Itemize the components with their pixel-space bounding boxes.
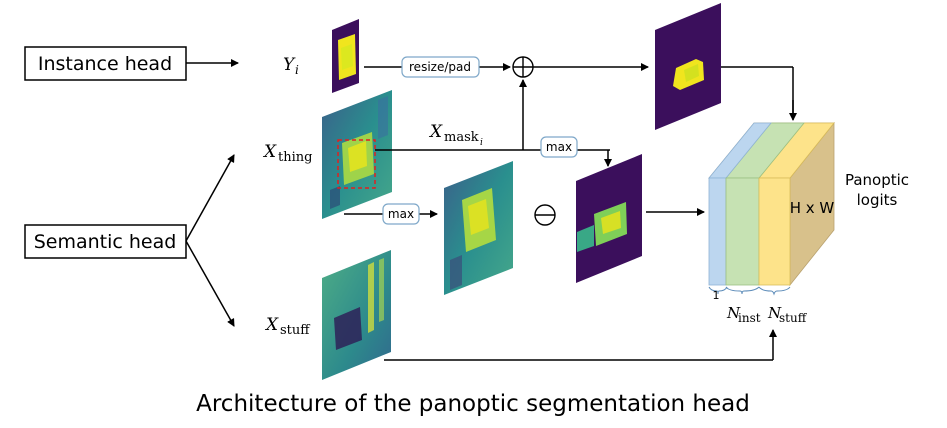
max-top-label: max	[546, 140, 572, 154]
n-stuff-sub: stuff	[779, 311, 808, 325]
hxw-label: H x W	[790, 199, 835, 217]
instance-output-heatmap	[655, 3, 721, 130]
x-thing-label: X thing	[262, 142, 312, 165]
x-stuff-heatmap	[322, 250, 391, 380]
panoptic-logits-line1: Panoptic	[845, 171, 909, 189]
dim-one-label: 1	[713, 289, 720, 302]
resize-pad-pill: resize/pad	[401, 56, 480, 78]
panoptic-logits-line2: logits	[857, 191, 898, 209]
semantic-to-stuff-arrow	[185, 240, 235, 327]
panoptic-logits-volume: H x W	[708, 121, 835, 287]
x-mask-label: X mask i	[428, 122, 483, 148]
y-i-heatmap	[332, 19, 359, 93]
semantic-head-label: Semantic head	[34, 231, 177, 253]
x-stuff-main: X	[264, 315, 279, 335]
semantic-to-thing-arrow	[185, 154, 235, 242]
max-pill-top: max	[540, 136, 578, 158]
dimension-braces	[708, 286, 791, 296]
x-thing-heatmap	[322, 90, 392, 219]
x-mask-sub: mask	[444, 130, 479, 145]
minus-operator	[534, 204, 556, 226]
one-layer-front	[708, 177, 727, 286]
x-thing-sub: thing	[278, 150, 312, 165]
n-inst-sub: inst	[738, 311, 761, 325]
y-i-main: Y	[283, 55, 296, 75]
plus-operator	[512, 56, 534, 78]
n-stuff-main: N	[767, 304, 782, 322]
n-inst-label: N inst	[726, 304, 761, 325]
figure-caption: Architecture of the panoptic segmentatio…	[196, 391, 750, 417]
max-pill-bottom: max	[382, 203, 420, 225]
x-stuff-label: X stuff	[264, 315, 311, 338]
resize-pad-label: resize/pad	[409, 60, 471, 74]
x-thing-main: X	[262, 142, 277, 162]
semantic-head-box: Semantic head	[24, 224, 187, 259]
max-result-heatmap	[444, 161, 513, 295]
instance-head-box: Instance head	[24, 46, 187, 81]
x-mask-main: X	[428, 122, 443, 142]
instance-head-label: Instance head	[38, 53, 172, 75]
y-i-sub: i	[295, 63, 299, 77]
max-bottom-label: max	[388, 207, 414, 221]
stuff-layer-front	[758, 177, 791, 286]
inst-layer-front	[725, 177, 760, 286]
n-inst-main: N	[726, 304, 741, 322]
y-i-label: Y i	[283, 55, 299, 77]
x-mask-subsub: i	[480, 138, 483, 148]
n-stuff-label: N stuff	[767, 304, 808, 325]
masked-thing-heatmap	[576, 154, 642, 283]
x-stuff-sub: stuff	[280, 323, 311, 338]
